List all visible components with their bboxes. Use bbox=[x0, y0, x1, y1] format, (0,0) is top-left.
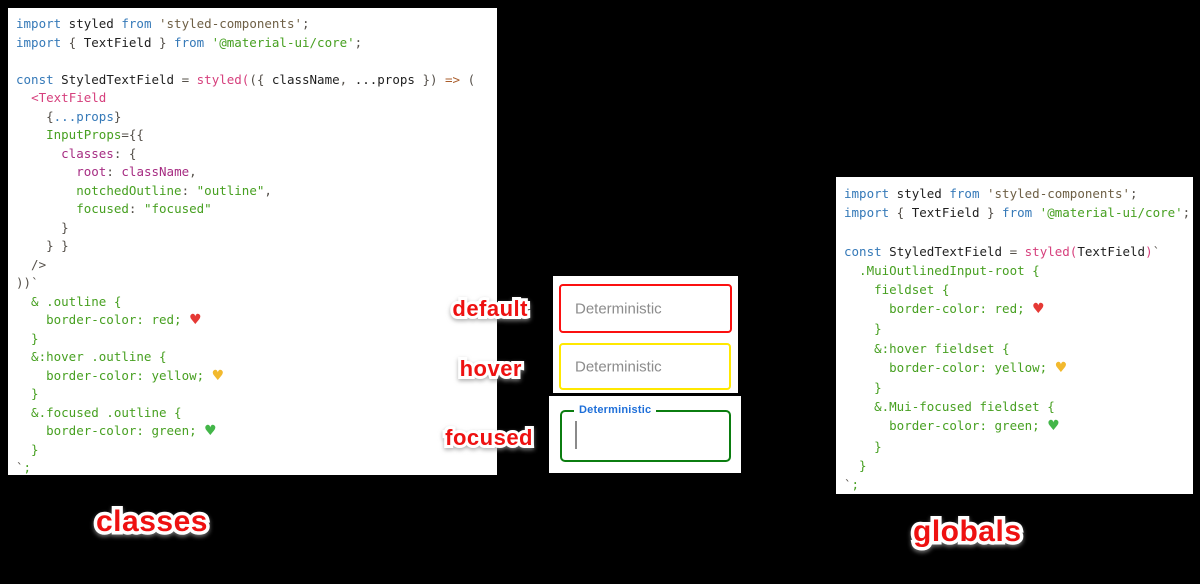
textfield-focused[interactable]: Deterministic bbox=[560, 404, 731, 462]
textfield-hover[interactable]: Deterministic bbox=[559, 343, 731, 390]
textfield-hover-placeholder: Deterministic bbox=[575, 358, 662, 375]
code-classes: import styled from 'styled-components';i… bbox=[16, 16, 476, 475]
caption-globals: globals bbox=[910, 512, 1025, 552]
code-globals: import styled from 'styled-components';i… bbox=[844, 186, 1191, 493]
code-panel-globals: import styled from 'styled-components';i… bbox=[836, 177, 1193, 494]
state-label-focused: focused bbox=[442, 422, 535, 453]
textfield-focused-panel: Deterministic bbox=[549, 396, 741, 473]
textfield-demo-strip: Deterministic Deterministic bbox=[553, 276, 738, 393]
caption-classes: classes bbox=[93, 502, 211, 542]
state-label-hover: hover bbox=[457, 353, 525, 384]
textfield-focused-label: Deterministic bbox=[574, 404, 657, 416]
textfield-default[interactable]: Deterministic bbox=[559, 284, 732, 333]
text-cursor bbox=[575, 421, 577, 449]
state-label-default: default bbox=[449, 293, 530, 324]
code-panel-classes: import styled from 'styled-components';i… bbox=[8, 8, 497, 475]
textfield-default-placeholder: Deterministic bbox=[575, 300, 662, 317]
